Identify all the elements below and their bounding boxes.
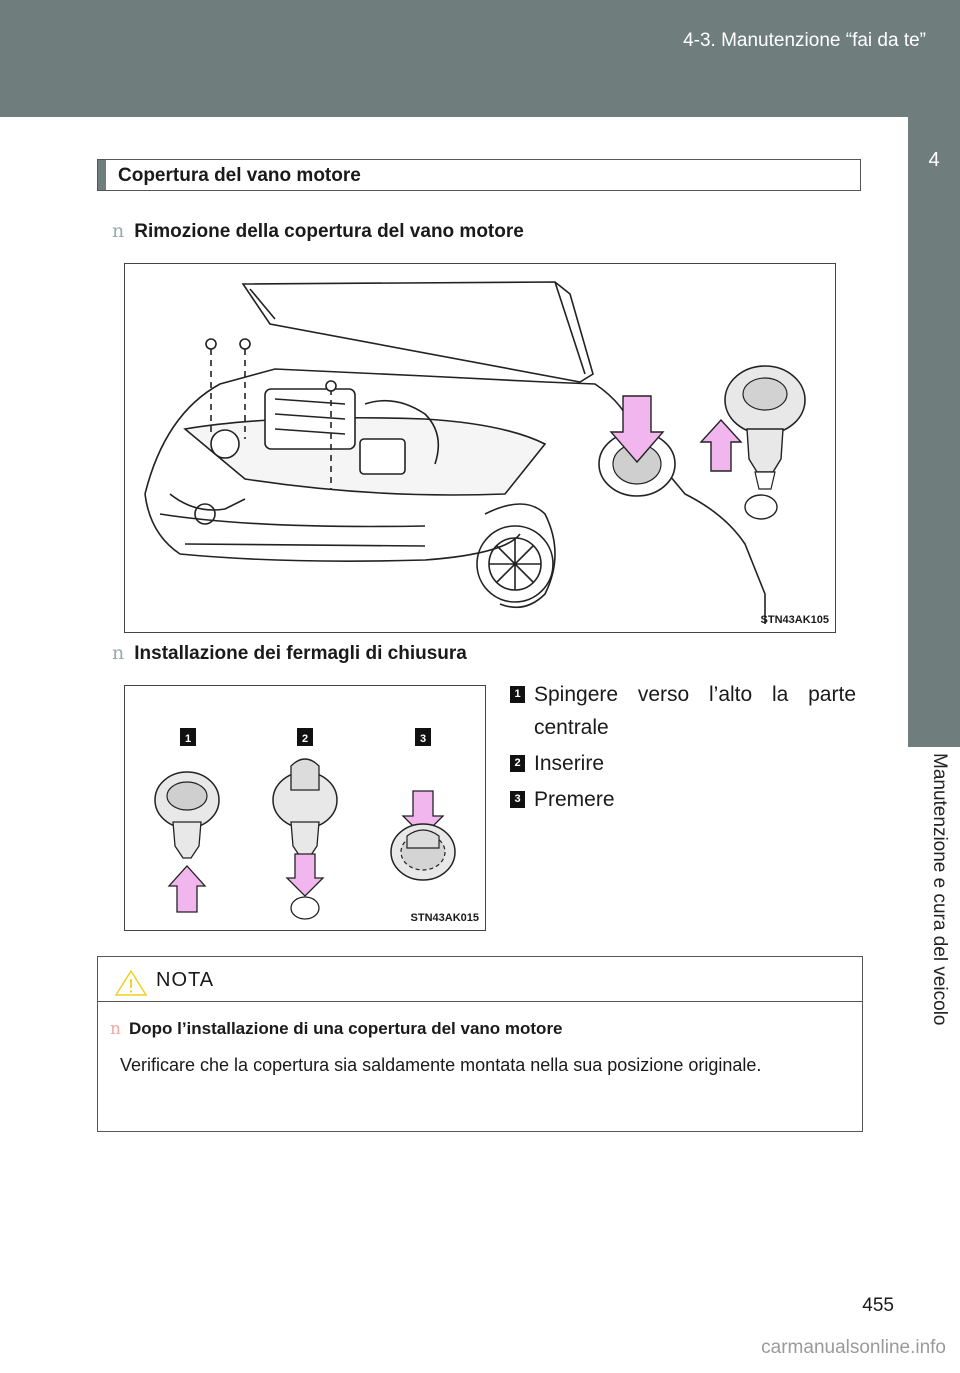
step-2-marker: 2 [297, 728, 313, 746]
install-heading: n Installazione dei fermagli di chiusura [112, 642, 467, 665]
chapter-number: 4 [928, 149, 940, 171]
chapter-label: Manutenzione e cura del veicolo [929, 753, 950, 1026]
list-item: 2 Inserire [510, 747, 856, 780]
step-number-badge: 1 [510, 686, 525, 703]
clip-steps-illustration: 1 2 3 [154, 728, 456, 920]
note-box: NOTA n Dopo l’installazione di una copert… [97, 956, 863, 1132]
note-header: NOTA [98, 957, 862, 1002]
list-item: 3 Premere [510, 783, 856, 816]
warning-icon [114, 969, 148, 996]
engine-bay-figure: STN43AK105 [124, 263, 836, 633]
step-text: Inserire [534, 752, 605, 775]
note-body: Verificare che la copertura sia saldamen… [120, 1055, 762, 1075]
engine-bay-illustration [144, 281, 806, 624]
bullet-marker: n [112, 642, 125, 664]
install-heading-text: Installazione dei fermagli di chiusura [134, 643, 467, 664]
step-3-marker: 3 [415, 728, 431, 746]
chapter-tab[interactable]: 4 Manutenzione e cura del veicolo [908, 117, 960, 1026]
note-subheading-text: Dopo l’installazione di una copertura de… [128, 1019, 563, 1038]
removal-heading: n Rimozione della copertura del vano moto… [112, 220, 524, 243]
svg-text:1: 1 [185, 733, 191, 745]
figure-code: STN43AK015 [410, 912, 479, 924]
svg-text:3: 3 [420, 733, 426, 745]
removal-heading-text: Rimozione della copertura del vano motor… [134, 221, 524, 242]
step-text: Premere [534, 788, 615, 811]
section-title-bar [98, 160, 106, 190]
section-title-text: Copertura del vano motore [118, 165, 361, 186]
note-subheading: n Dopo l’installazione di una copertura d… [110, 1019, 563, 1039]
note-title: NOTA [156, 969, 215, 991]
watermark: carmanualsonline.info [761, 1337, 946, 1358]
step-text: Spingere verso l’alto la parte centrale [534, 683, 856, 739]
svg-text:2: 2 [302, 733, 308, 745]
step-number-badge: 2 [510, 755, 525, 772]
breadcrumb: 4-3. Manutenzione “fai da te” [683, 30, 926, 51]
figure-code: STN43AK105 [760, 614, 829, 626]
section-title: Copertura del vano motore [97, 159, 861, 191]
install-steps-list: 1 Spingere verso l’alto la parte central… [510, 678, 856, 816]
list-item: 1 Spingere verso l’alto la parte central… [510, 678, 856, 744]
bullet-marker: n [110, 1019, 121, 1039]
clip-push-down [598, 395, 676, 497]
bullet-marker: n [112, 220, 125, 242]
clip-pull-up [699, 365, 806, 520]
page-number: 455 [862, 1295, 894, 1316]
step-1-marker: 1 [180, 728, 196, 746]
step-number-badge: 3 [510, 791, 525, 808]
clip-steps-figure: 1 2 3 STN43AK015 [124, 685, 486, 931]
header-band: 4-3. Manutenzione “fai da te” [0, 0, 960, 117]
